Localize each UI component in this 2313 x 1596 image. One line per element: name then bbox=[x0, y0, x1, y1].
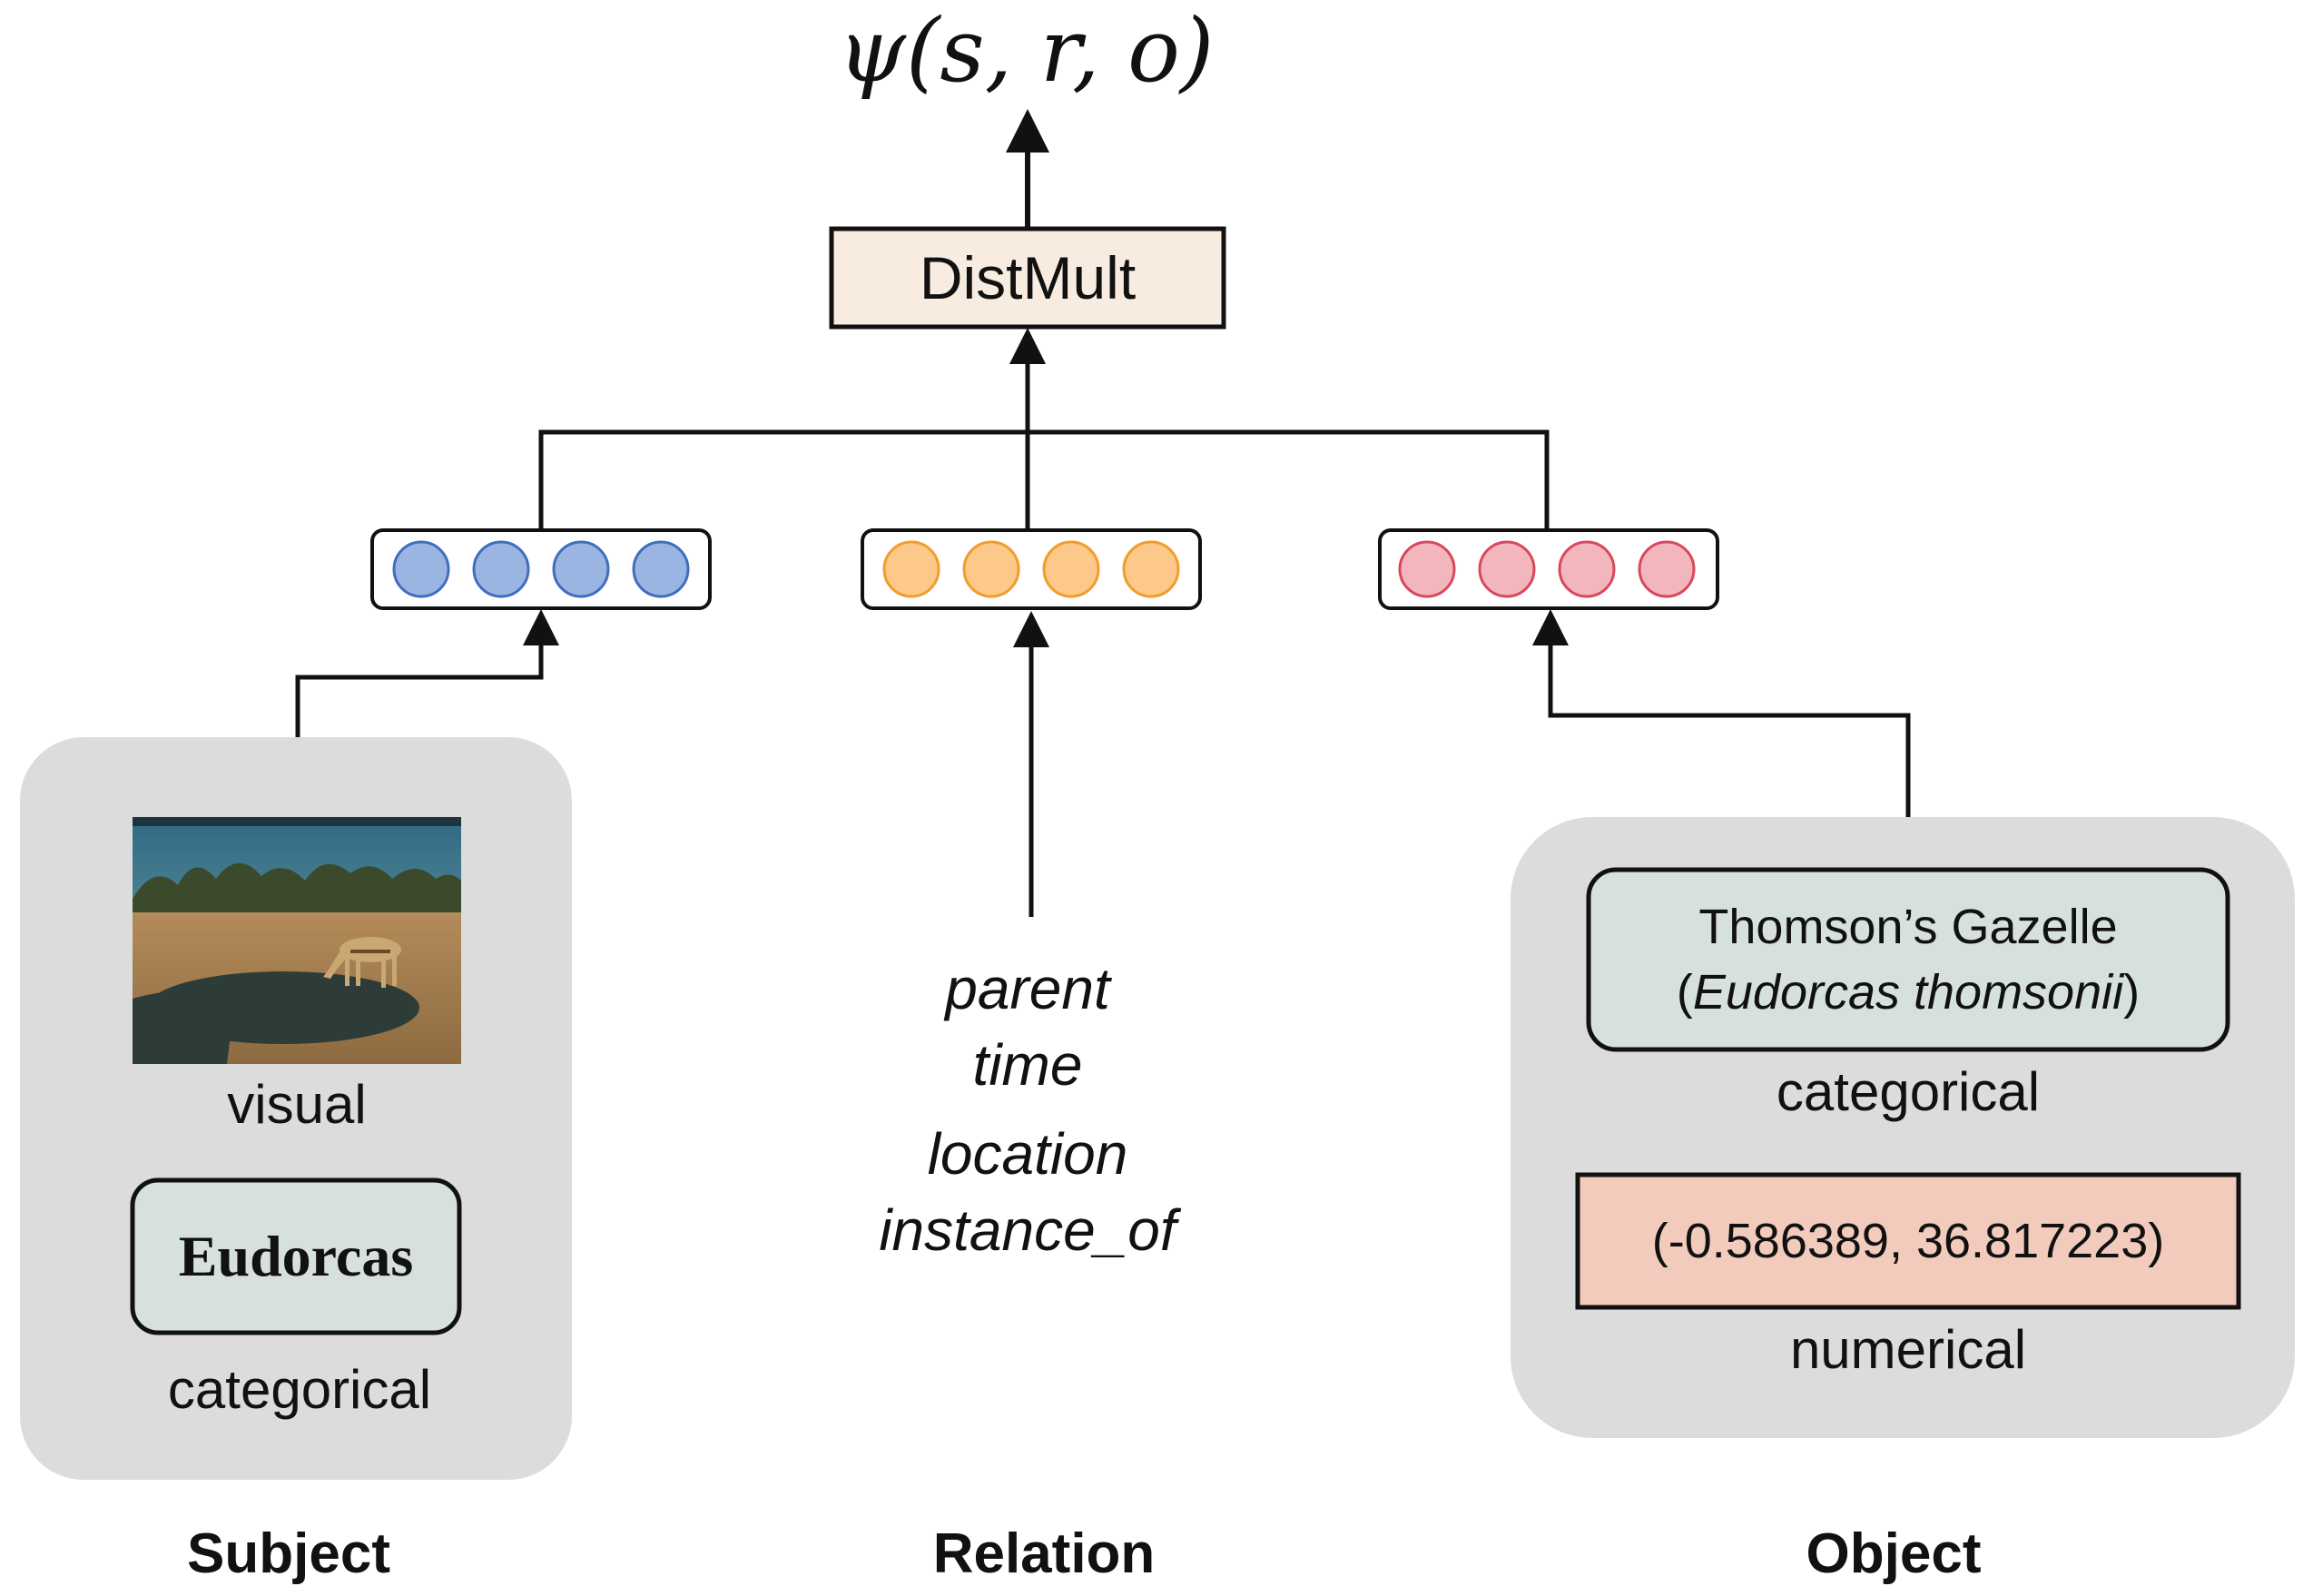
relation-embedding-unit bbox=[1042, 540, 1100, 598]
object-arrow bbox=[1532, 609, 1911, 817]
subject-arrow bbox=[295, 609, 559, 737]
relation-type: instance_of bbox=[879, 1197, 1176, 1263]
object-embedding-unit bbox=[1558, 540, 1616, 598]
subject-visual-caption: visual bbox=[227, 1074, 367, 1135]
object-numerical-caption: numerical bbox=[1789, 1319, 2027, 1380]
object-categorical-box bbox=[1586, 867, 2230, 1052]
object-numerical-value: (-0.586389, 36.817223) bbox=[1651, 1214, 2165, 1268]
object-categorical-name: Thomson’s Gazelle bbox=[1698, 900, 2118, 954]
subject-embedding-unit bbox=[552, 540, 610, 598]
object-categorical-scientific: Eudorcas thomsonii bbox=[1692, 965, 2124, 1020]
distmult-box bbox=[829, 226, 1226, 330]
object-embedding-unit bbox=[1398, 540, 1456, 598]
subject-embedding-unit bbox=[392, 540, 450, 598]
subject-photo bbox=[133, 817, 461, 1064]
distmult-label: DistMult bbox=[919, 244, 1137, 311]
subject-title: Subject bbox=[187, 1522, 390, 1585]
subject-categorical-box bbox=[130, 1177, 462, 1335]
subject-categorical-caption: categorical bbox=[167, 1359, 432, 1420]
subject-categorical-value: Eudorcas bbox=[178, 1224, 414, 1288]
subject-embedding-unit bbox=[472, 540, 530, 598]
subject-embedding-unit bbox=[632, 540, 690, 598]
relation-embedding-unit bbox=[882, 540, 940, 598]
object-embedding-unit bbox=[1478, 540, 1536, 598]
object-categorical-caption: categorical bbox=[1776, 1061, 2041, 1122]
relation-embedding-unit bbox=[962, 540, 1020, 598]
object-embedding bbox=[1378, 528, 1719, 610]
relation-type: parent bbox=[945, 956, 1110, 1021]
relation-embedding bbox=[861, 528, 1202, 610]
merge-connector bbox=[538, 429, 1550, 530]
relation-type: time bbox=[972, 1032, 1083, 1098]
object-categorical-scientific-wrap: (Eudorcas thomsonii) bbox=[1676, 965, 2141, 1020]
relation-title: Relation bbox=[932, 1522, 1156, 1585]
score-function: ψ(s, r, o) bbox=[837, 0, 1215, 102]
object-embedding-unit bbox=[1638, 540, 1696, 598]
object-title: Object bbox=[1806, 1522, 1982, 1585]
relation-embedding-unit bbox=[1122, 540, 1180, 598]
object-numerical-box bbox=[1575, 1172, 2241, 1310]
subject-embedding bbox=[370, 528, 712, 610]
relation-type: location bbox=[927, 1121, 1128, 1187]
